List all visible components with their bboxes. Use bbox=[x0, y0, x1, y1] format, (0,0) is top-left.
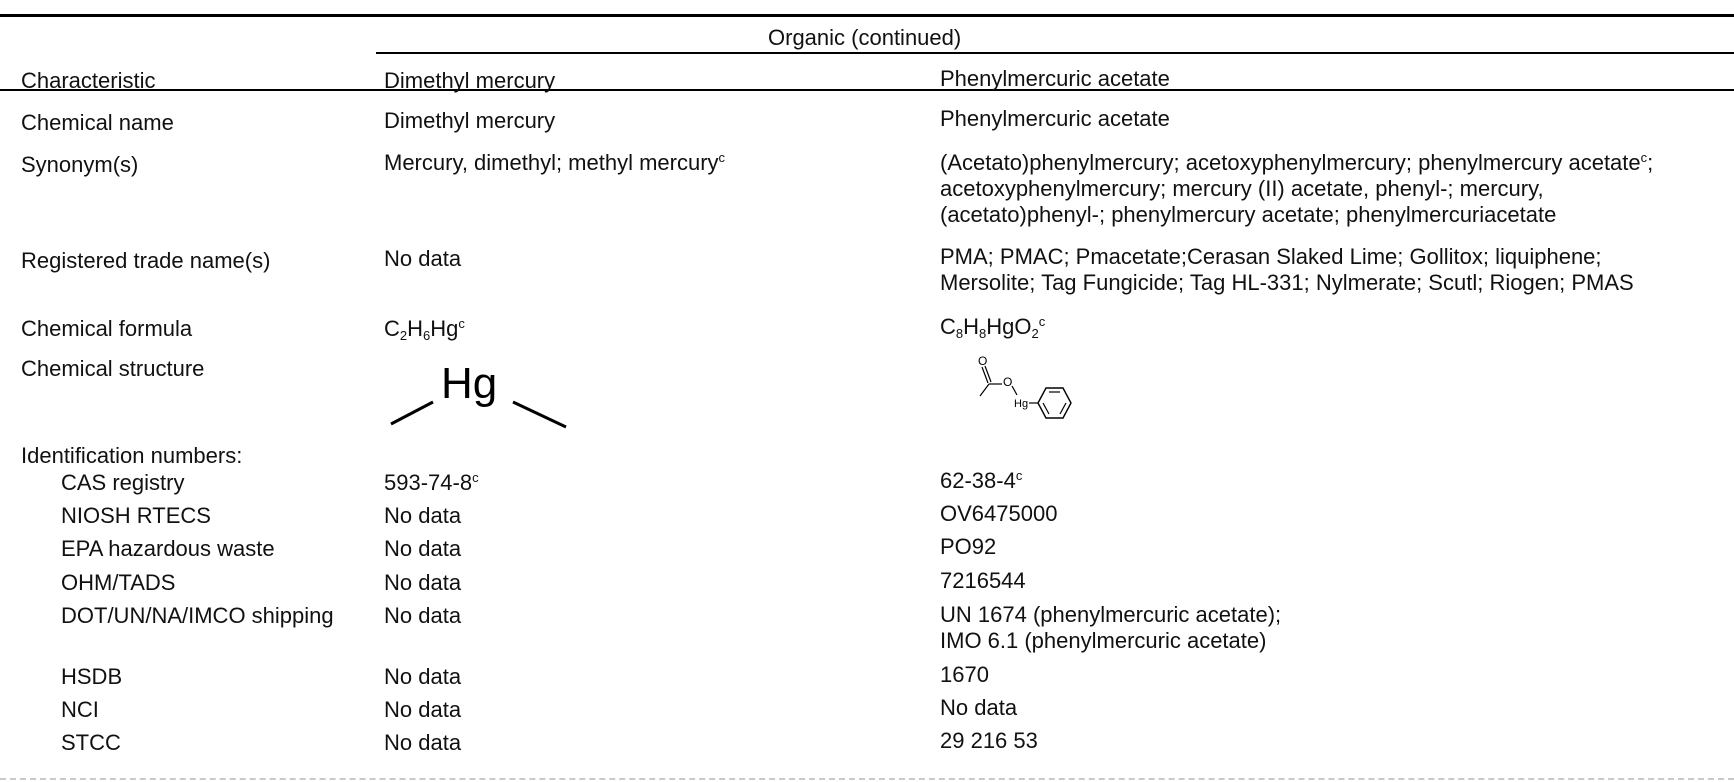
cell-stcc-dimethyl: No data bbox=[384, 730, 462, 755]
row-label-trade-names: Registered trade name(s) bbox=[21, 248, 271, 273]
cell-trade-names-phenyl-line1: PMA; PMAC; Pmacetate;Cerasan Slaked Lime… bbox=[940, 244, 1602, 269]
synonyms-phenyl-text: (Acetato)phenylmercury; acetoxyphenylmer… bbox=[940, 150, 1641, 175]
column-header-characteristic: Characteristic bbox=[21, 68, 156, 93]
row-label-hsdb: HSDB bbox=[61, 664, 123, 689]
row-label-identification-numbers: Identification numbers: bbox=[21, 443, 243, 468]
cell-ohm-phenyl: 7216544 bbox=[940, 568, 1026, 593]
cell-epa-phenyl: PO92 bbox=[940, 534, 997, 559]
column-header-rule bbox=[0, 89, 1734, 91]
cell-chemical-name-dimethyl: Dimethyl mercury bbox=[384, 108, 556, 133]
cell-synonyms-phenyl-line2: acetoxyphenylmercury; mercury (II) aceta… bbox=[940, 176, 1544, 201]
dimethyl-mercury-structure: Hg bbox=[390, 359, 567, 429]
row-label-chemical-formula: Chemical formula bbox=[21, 316, 193, 341]
row-label-nci: NCI bbox=[61, 697, 99, 722]
cell-epa-dimethyl: No data bbox=[384, 536, 462, 561]
row-label-synonyms: Synonym(s) bbox=[21, 152, 139, 177]
cell-dot-phenyl-line1: UN 1674 (phenylmercuric acetate); bbox=[940, 602, 1282, 627]
methyl-bond-left bbox=[390, 400, 434, 426]
cell-hsdb-dimethyl: No data bbox=[384, 664, 462, 689]
column-header-phenylmercuric-acetate: Phenylmercuric acetate bbox=[940, 66, 1170, 91]
cell-chemical-name-phenyl: Phenylmercuric acetate bbox=[940, 106, 1170, 131]
cell-stcc-phenyl: 29 216 53 bbox=[940, 728, 1038, 753]
group-header: Organic (continued) bbox=[768, 25, 962, 50]
ester-oxygen-label: O bbox=[1003, 375, 1012, 389]
cell-trade-names-phenyl-line2: Mersolite; Tag Fungicide; Tag HL-331; Ny… bbox=[940, 270, 1634, 295]
cell-formula-dimethyl: C2H6Hgc bbox=[384, 316, 465, 343]
synonyms-dimethyl-text: Mercury, dimethyl; methyl mercury bbox=[384, 150, 719, 175]
cell-cas-dimethyl: 593-74-8c bbox=[384, 470, 479, 495]
cell-niosh-phenyl: OV6475000 bbox=[940, 501, 1058, 526]
top-rule bbox=[0, 14, 1734, 17]
cell-nci-phenyl: No data bbox=[940, 695, 1018, 720]
carbonyl-oxygen-label: O bbox=[978, 354, 987, 368]
row-label-niosh-rtecs: NIOSH RTECS bbox=[61, 503, 211, 528]
row-label-cas-registry: CAS registry bbox=[61, 470, 185, 495]
cell-hsdb-phenyl: 1670 bbox=[940, 662, 989, 687]
footnote-c: c bbox=[718, 150, 726, 165]
cell-dot-phenyl-line2: IMO 6.1 (phenylmercuric acetate) bbox=[940, 628, 1267, 653]
hg-atom-label: Hg bbox=[441, 359, 497, 408]
cell-formula-phenyl: C8H8HgO2c bbox=[940, 314, 1046, 341]
row-label-dot-shipping: DOT/UN/NA/IMCO shipping bbox=[61, 603, 334, 628]
phenylmercuric-acetate-structure: O O Hg bbox=[978, 354, 1072, 419]
methyl-bond-right bbox=[512, 400, 567, 429]
footnote-c: c bbox=[458, 316, 465, 331]
footnote-c: c bbox=[472, 470, 479, 485]
cell-nci-dimethyl: No data bbox=[384, 697, 462, 722]
footnote-c: c bbox=[1640, 150, 1648, 165]
row-label-chemical-name: Chemical name bbox=[21, 110, 174, 135]
row-label-stcc: STCC bbox=[61, 730, 121, 755]
cell-niosh-dimethyl: No data bbox=[384, 503, 462, 528]
benzene-ring bbox=[1037, 387, 1072, 419]
footnote-c: c bbox=[1015, 468, 1023, 483]
cell-synonyms-phenyl-line1: (Acetato)phenylmercury; acetoxyphenylmer… bbox=[940, 150, 1653, 176]
cell-synonyms-phenyl-line3: (acetato)phenyl-; phenylmercury acetate;… bbox=[940, 202, 1557, 227]
row-label-chemical-structure: Chemical structure bbox=[21, 356, 205, 381]
synonyms-phenyl-tail: ; bbox=[1647, 150, 1654, 175]
footnote-c: c bbox=[1038, 314, 1046, 329]
column-header-dimethyl-mercury: Dimethyl mercury bbox=[384, 68, 556, 93]
cell-dot-dimethyl: No data bbox=[384, 603, 462, 628]
bottom-rule bbox=[0, 778, 1734, 782]
row-label-epa-hazardous-waste: EPA hazardous waste bbox=[61, 536, 275, 561]
cell-ohm-dimethyl: No data bbox=[384, 570, 462, 595]
cell-synonyms-dimethyl: Mercury, dimethyl; methyl mercuryc bbox=[384, 150, 725, 176]
hg-atom-small-label: Hg bbox=[1014, 398, 1028, 410]
row-label-ohm-tads: OHM/TADS bbox=[61, 570, 176, 595]
cell-cas-phenyl: 62-38-4c bbox=[940, 468, 1023, 493]
cell-trade-names-dimethyl: No data bbox=[384, 246, 462, 271]
group-header-rule bbox=[376, 52, 1734, 54]
